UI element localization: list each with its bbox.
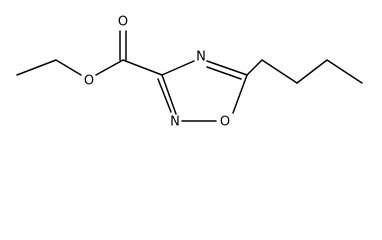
bond-ethyl-ch2-o: [55, 59, 82, 76]
bond-ester-o-carbonyl-c: [95, 59, 124, 76]
atom-ring-n2: N: [170, 115, 180, 130]
bond-ring-c5-o1: [232, 74, 248, 114]
bond-butyl-2: [261, 59, 298, 84]
chemical-structure-diagram: O O N N O: [16, 15, 363, 130]
bond-butyl-4: [326, 59, 363, 84]
bond-butyl-3: [296, 59, 328, 84]
bond-ring-n2-c3-double: [157, 78, 172, 113]
bond-ethyl-ch3-ch2: [16, 59, 57, 76]
bond-ring-c3-n4: [161, 60, 195, 76]
bond-butyl-1: [246, 59, 263, 76]
atom-ring-o1: O: [220, 115, 230, 130]
atom-ester-oxygen: O: [84, 74, 94, 89]
atom-ring-n4: N: [196, 50, 206, 65]
bond-carbonyl-c-ring-c3: [122, 59, 163, 76]
atom-carbonyl-oxygen: O: [118, 15, 128, 30]
bond-ring-n4-c5-double: [206, 66, 242, 80]
bond-ring-n4-c5: [206, 60, 248, 76]
bond-ring-n2-c3: [161, 74, 177, 115]
